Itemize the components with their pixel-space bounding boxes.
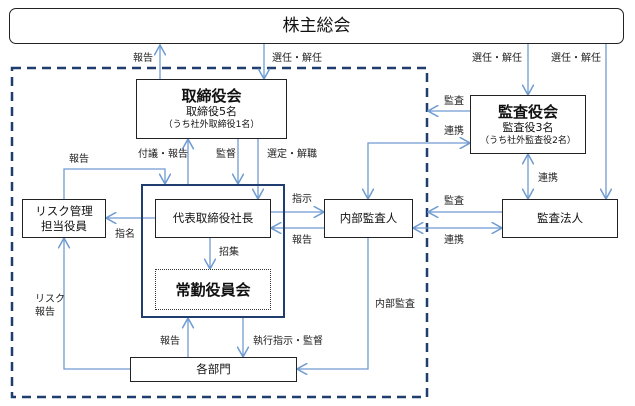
audit-board-box: 監査役会 監査役3名 （うち社外監査役2名） xyxy=(470,95,586,154)
audit-board-title: 監査役会 xyxy=(497,102,558,121)
shareholders-meeting-box: 株主総会 xyxy=(9,8,624,44)
executive-committee-box: 常勤役員会 xyxy=(155,269,271,310)
label-risk-report-line2: 報告 xyxy=(35,307,55,318)
executive-committee-label: 常勤役員会 xyxy=(175,280,251,299)
risk-officer-line1: リスク管理 xyxy=(35,203,93,218)
label-elect-audit-board: 選任・解任 xyxy=(472,53,522,64)
label-internal-audit: 内部監査 xyxy=(375,299,415,310)
label-firm-coop: 連携 xyxy=(444,235,464,246)
shareholders-meeting-label: 株主総会 xyxy=(282,16,351,36)
audit-board-outside-members: （うち社外監査役2名） xyxy=(480,135,576,146)
internal-auditor-label: 内部監査人 xyxy=(339,211,398,225)
board-of-directors-box: 取締役会 取締役5名 （うち社外取締役1名） xyxy=(136,79,287,139)
label-report-from-internal: 報告 xyxy=(292,235,312,246)
label-appoint-dismiss: 選定・解職 xyxy=(267,149,317,160)
risk-officer-line2: 担当役員 xyxy=(41,218,87,233)
label-elect-audit-firm: 選任・解任 xyxy=(551,53,601,64)
departments-label: 各部門 xyxy=(196,362,231,376)
board-title: 取締役会 xyxy=(181,87,242,105)
risk-officer-box: リスク管理 担当役員 xyxy=(22,199,106,238)
label-audit-board-firm-coop: 連携 xyxy=(538,173,558,184)
audit-firm-box: 監査法人 xyxy=(502,199,618,238)
edge-risk-report-up xyxy=(63,168,165,199)
label-audit-board-coop: 連携 xyxy=(444,126,464,137)
departments-box: 各部門 xyxy=(130,357,297,382)
label-dept-report: 報告 xyxy=(160,336,180,347)
president-label: 代表取締役社長 xyxy=(172,211,254,225)
label-report-to-shareholders: 報告 xyxy=(133,53,153,64)
edge-risk-report xyxy=(64,238,130,370)
label-audit-board-audit: 監査 xyxy=(444,96,464,107)
edge-internal-audit xyxy=(297,238,369,369)
internal-auditor-box: 内部監査人 xyxy=(324,199,413,238)
label-nomination: 指名 xyxy=(115,229,135,240)
board-outside-members: （うち社外取締役1名） xyxy=(163,120,260,130)
label-instruction: 指示 xyxy=(292,194,312,205)
label-exec-instruction: 執行指示・監督 xyxy=(253,336,323,347)
label-risk-report-line1: リスク xyxy=(35,294,65,305)
audit-firm-label: 監査法人 xyxy=(537,211,583,225)
board-members: 取締役5名 xyxy=(186,105,237,118)
edge-audit-board-coop xyxy=(368,143,470,199)
label-elect-board: 選任・解任 xyxy=(272,53,322,64)
label-firm-audit: 監査 xyxy=(444,196,464,207)
label-convene: 招集 xyxy=(219,247,239,258)
audit-board-members: 監査役3名 xyxy=(502,120,554,134)
label-proposal-report: 付議・報告 xyxy=(138,149,188,160)
label-supervision: 監督 xyxy=(216,149,236,160)
executive-group-box xyxy=(141,184,285,318)
execution-boundary xyxy=(10,66,429,399)
president-box: 代表取締役社長 xyxy=(155,199,271,238)
label-risk-report-up: 報告 xyxy=(69,154,89,165)
